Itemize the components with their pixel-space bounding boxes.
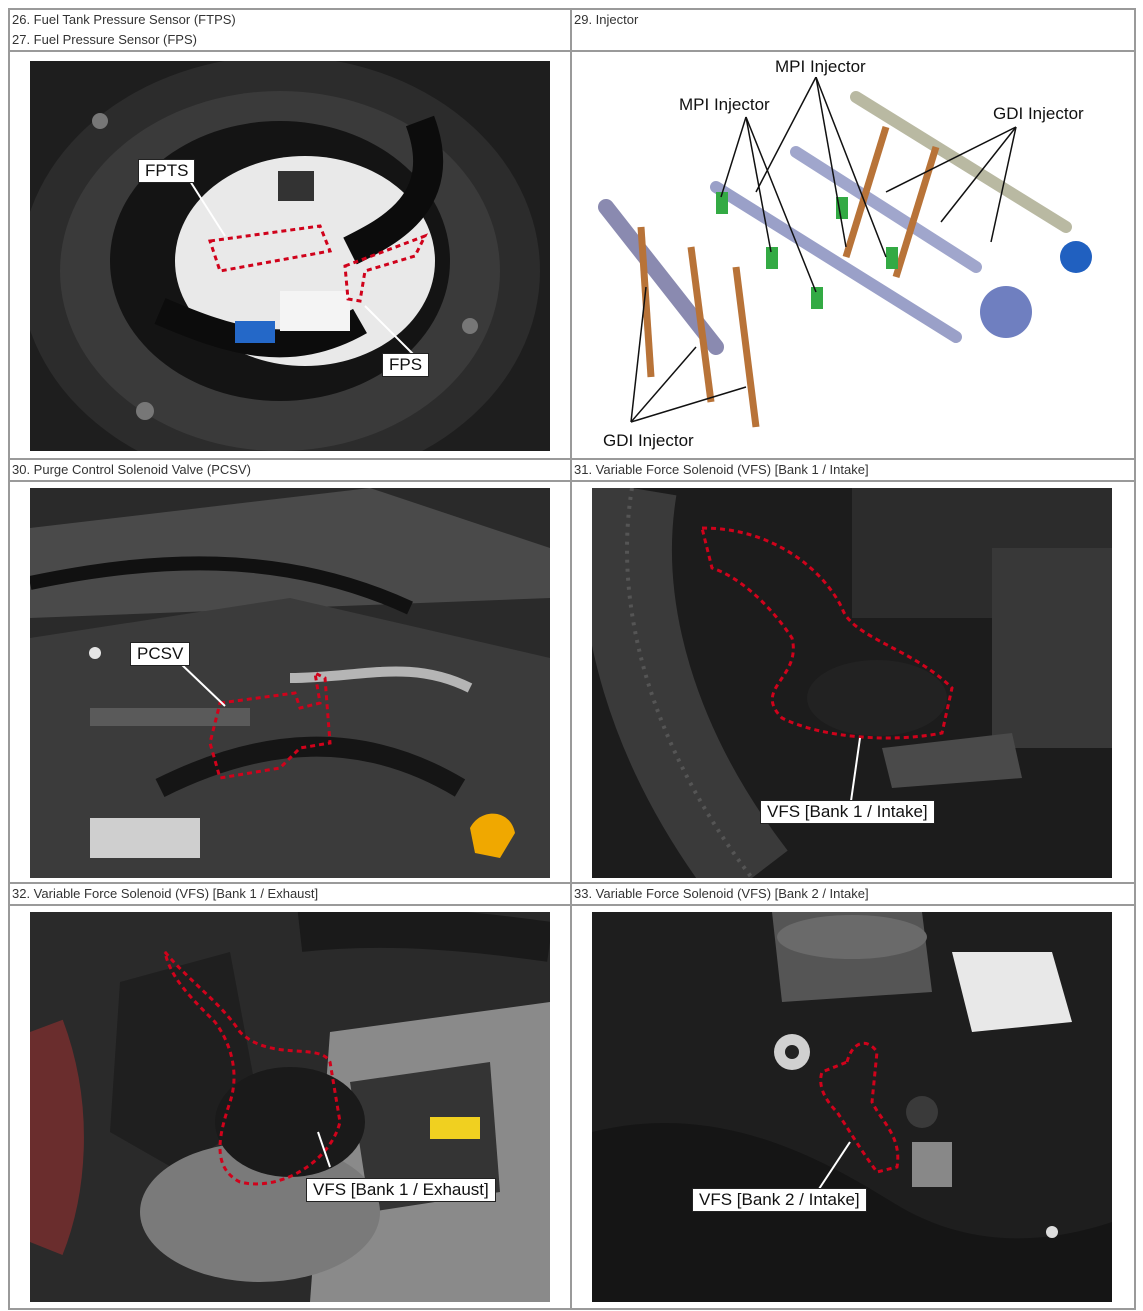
vfs-b2-intake-photo: VFS [Bank 2 / Intake]: [592, 912, 1112, 1302]
image-cell-vfs-b1-intake: VFS [Bank 1 / Intake]: [570, 480, 1136, 884]
image-cell-pcsv: PCSV: [8, 480, 572, 884]
injector-diagram: MPI Injector MPI Injector GDI Injector G…: [596, 57, 1110, 455]
caption-injector: 29. Injector: [574, 12, 639, 27]
image-cell-injector: MPI Injector MPI Injector GDI Injector G…: [570, 50, 1136, 460]
caption-cell-vfs-b1-exhaust: 32. Variable Force Solenoid (VFS) [Bank …: [8, 882, 572, 906]
caption-cell-vfs-b2-intake: 33. Variable Force Solenoid (VFS) [Bank …: [570, 882, 1136, 906]
vfs-b1-exhaust-photo: VFS [Bank 1 / Exhaust]: [30, 912, 550, 1302]
image-cell-vfs-b2-intake: VFS [Bank 2 / Intake]: [570, 904, 1136, 1310]
caption-vfs-b1-intake: 31. Variable Force Solenoid (VFS) [Bank …: [574, 462, 869, 477]
caption-vfs-b1-exhaust: 32. Variable Force Solenoid (VFS) [Bank …: [12, 886, 319, 901]
caption-cell-pcsv: 30. Purge Control Solenoid Valve (PCSV): [8, 458, 572, 482]
label-mpi-injector-left: MPI Injector: [676, 95, 773, 115]
label-mpi-injector-top: MPI Injector: [772, 57, 869, 77]
caption-pcsv: 30. Purge Control Solenoid Valve (PCSV): [12, 462, 251, 477]
caption-cell-injector: 29. Injector: [570, 8, 1136, 52]
fuel-pump-photo: FPTS FPS: [30, 61, 550, 451]
label-gdi-injector-bottom: GDI Injector: [600, 431, 697, 451]
caption-cell-vfs-b1-intake: 31. Variable Force Solenoid (VFS) [Bank …: [570, 458, 1136, 482]
label-fpts: FPTS: [138, 159, 196, 183]
pcsv-photo: PCSV: [30, 488, 550, 878]
label-pcsv: PCSV: [130, 642, 191, 666]
label-gdi-injector-right: GDI Injector: [990, 104, 1087, 124]
caption-ftps: 26. Fuel Tank Pressure Sensor (FTPS): [12, 12, 236, 27]
caption-fps: 27. Fuel Pressure Sensor (FPS): [12, 32, 197, 47]
component-location-table: 26. Fuel Tank Pressure Sensor (FTPS) 27.…: [8, 8, 1136, 1310]
vfs-b1-intake-photo: VFS [Bank 1 / Intake]: [592, 488, 1112, 878]
caption-vfs-b2-intake: 33. Variable Force Solenoid (VFS) [Bank …: [574, 886, 869, 901]
label-vfs-b1-exhaust: VFS [Bank 1 / Exhaust]: [306, 1178, 496, 1202]
label-vfs-b1-intake: VFS [Bank 1 / Intake]: [760, 800, 935, 824]
image-cell-vfs-b1-exhaust: VFS [Bank 1 / Exhaust]: [8, 904, 572, 1310]
label-fps: FPS: [382, 353, 430, 377]
caption-cell-ftps-fps: 26. Fuel Tank Pressure Sensor (FTPS) 27.…: [8, 8, 572, 52]
label-vfs-b2-intake: VFS [Bank 2 / Intake]: [692, 1188, 867, 1212]
image-cell-ftps-fps: FPTS FPS: [8, 50, 572, 460]
